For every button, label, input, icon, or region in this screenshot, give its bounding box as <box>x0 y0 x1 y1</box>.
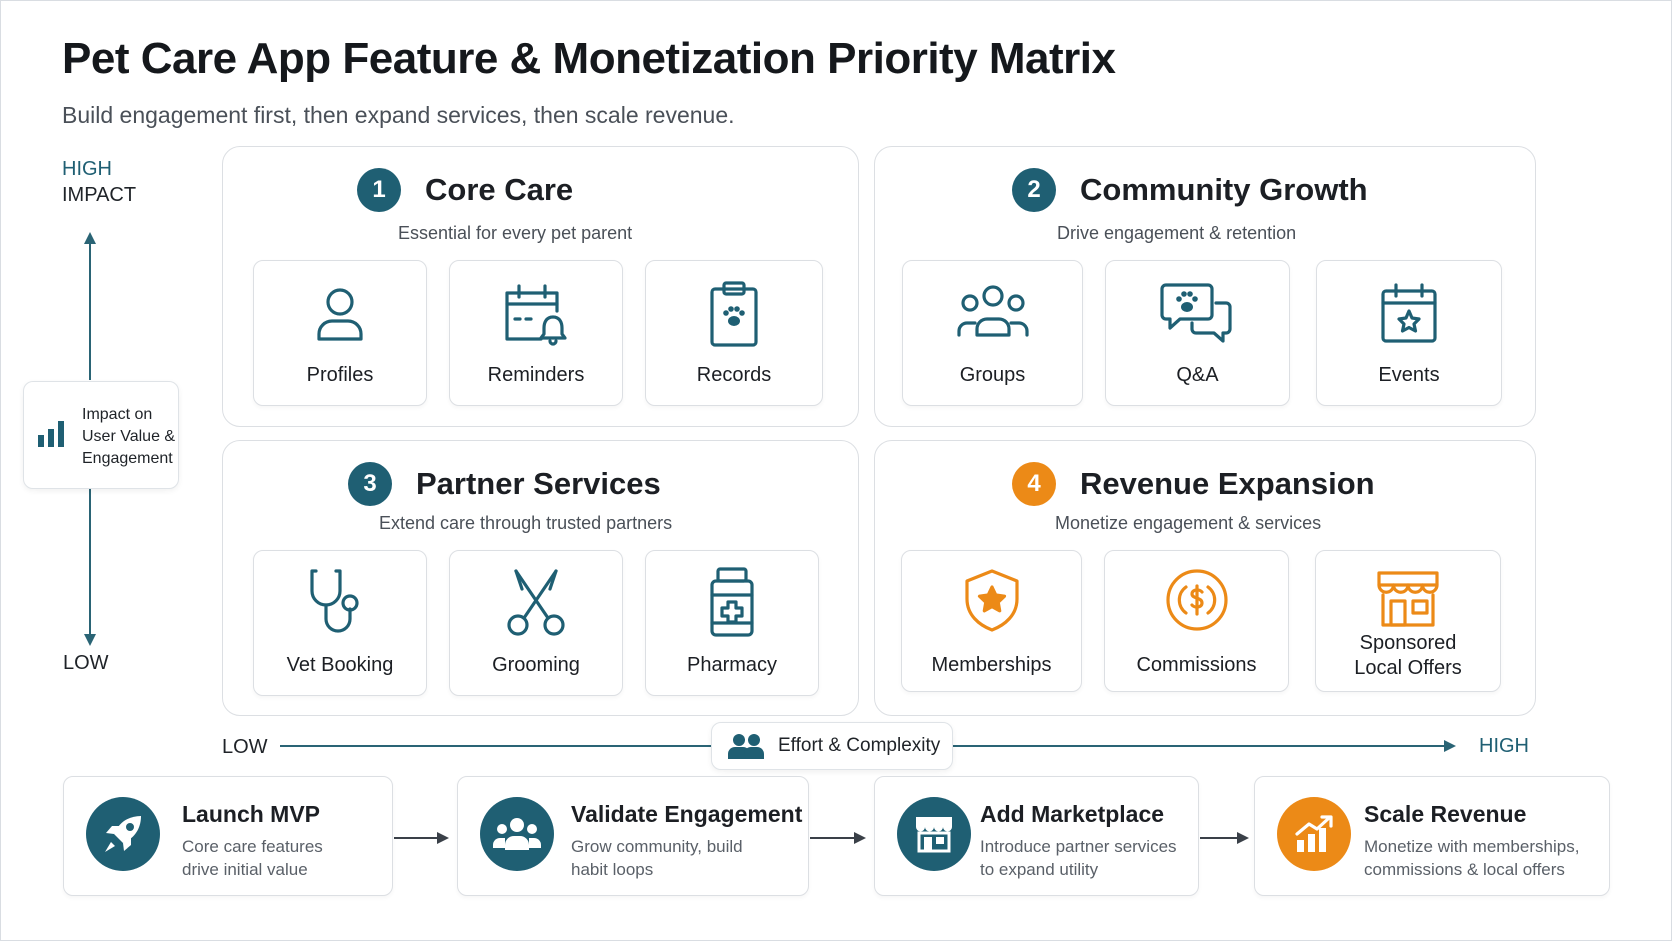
roadmap-step-description: Grow community, build habit loops <box>571 837 743 879</box>
feature-card-sponsored-local-offers[interactable]: Sponsored Local Offers <box>1315 550 1501 692</box>
feature-label: Records <box>696 364 772 386</box>
feature-card-groups[interactable]: Groups <box>902 260 1083 406</box>
feature-label: Commissions <box>1136 654 1257 676</box>
roadmap-step-add-marketplace: Add Marketplace Introduce partner servic… <box>874 776 1199 896</box>
quadrant-title: Partner Services <box>416 466 661 501</box>
y-axis-label-box: Impact on User Value & Engagement <box>23 381 179 489</box>
quadrant-title: Community Growth <box>1080 172 1368 207</box>
scissors-icon <box>507 569 565 636</box>
roadmap-step-title: Validate Engagement <box>571 801 803 827</box>
roadmap-step-title: Scale Revenue <box>1364 801 1527 827</box>
x-axis-low-label: LOW <box>222 736 268 758</box>
quadrant-revenue-expansion: 4 Revenue Expansion Monetize engagement … <box>874 440 1536 716</box>
group-icon <box>956 285 1029 337</box>
quadrant-number-badge: 3 <box>348 462 392 506</box>
user-icon <box>317 288 363 341</box>
roadmap-connector-arrow <box>1237 832 1249 844</box>
dollar-coin-icon <box>1165 569 1228 631</box>
feature-label: Vet Booking <box>286 654 394 676</box>
feature-card-profiles[interactable]: Profiles <box>253 260 427 406</box>
quadrant-number-badge: 2 <box>1012 168 1056 212</box>
roadmap-connector <box>394 837 438 839</box>
x-axis-arrow <box>1444 740 1456 752</box>
roadmap-step-description: Introduce partner services to expand uti… <box>980 837 1177 879</box>
roadmap-step-validate-engagement: Validate Engagement Grow community, buil… <box>457 776 809 896</box>
page-subtitle: Build engagement first, then expand serv… <box>62 102 735 128</box>
calendar-star-icon <box>1381 283 1437 343</box>
feature-label: Groups <box>959 364 1026 386</box>
calendar-bell-icon <box>505 284 567 346</box>
feature-label: Profiles <box>306 364 374 386</box>
feature-label: Reminders <box>487 364 585 386</box>
roadmap-step-description: Core care features drive initial value <box>182 837 323 879</box>
feature-label: Q&A <box>1176 364 1219 386</box>
growth-chart-icon-circle <box>1277 797 1351 871</box>
rocket-icon <box>105 816 141 852</box>
roadmap-connector-arrow <box>437 832 449 844</box>
clipboard-paw-icon <box>710 281 758 347</box>
quadrant-number-badge: 1 <box>357 168 401 212</box>
shield-star-icon <box>964 569 1019 632</box>
quadrant-partner-services: 3 Partner Services Extend care through t… <box>222 440 859 716</box>
y-axis-line-bottom <box>89 489 91 635</box>
quadrant-subtitle: Extend care through trusted partners <box>379 513 673 533</box>
bar-chart-icon <box>38 421 64 447</box>
roadmap-step-title: Add Marketplace <box>980 801 1165 827</box>
y-axis-arrow-down <box>84 634 96 646</box>
feature-label: Memberships <box>931 654 1052 676</box>
feature-card-grooming[interactable]: Grooming <box>449 550 623 696</box>
quadrant-subtitle: Monetize engagement & services <box>1055 513 1322 533</box>
roadmap-step-scale-revenue: Scale Revenue Monetize with memberships,… <box>1254 776 1610 896</box>
stethoscope-icon <box>310 569 359 633</box>
x-axis-high-label: HIGH <box>1479 735 1529 757</box>
y-axis-impact-label: IMPACT <box>62 184 137 206</box>
feature-card-events[interactable]: Events <box>1316 260 1502 406</box>
quadrant-core-care: 1 Core Care Essential for every pet pare… <box>222 146 859 427</box>
store-icon <box>916 817 952 853</box>
roadmap-step-title: Launch MVP <box>182 801 321 827</box>
feature-card-qa[interactable]: Q&A <box>1105 260 1290 406</box>
quadrant-subtitle: Drive engagement & retention <box>1057 223 1297 243</box>
chat-paw-icon <box>1159 283 1232 343</box>
rocket-icon-circle <box>86 797 160 871</box>
roadmap-connector <box>810 837 855 839</box>
quadrant-number-badge: 4 <box>1012 462 1056 506</box>
community-icon <box>493 818 541 850</box>
roadmap-connector-arrow <box>854 832 866 844</box>
feature-label: Pharmacy <box>686 654 778 676</box>
y-axis-low-label: LOW <box>63 652 109 674</box>
feature-card-commissions[interactable]: Commissions <box>1104 550 1289 692</box>
quadrant-subtitle: Essential for every pet parent <box>398 223 633 243</box>
feature-label: Sponsored Local Offers <box>1354 632 1462 679</box>
people-icon <box>728 734 764 759</box>
feature-label: Grooming <box>492 654 580 676</box>
quadrant-community-growth: 2 Community Growth Drive engagement & re… <box>874 146 1536 427</box>
page-title: Pet Care App Feature & Monetization Prio… <box>62 34 1116 83</box>
storefront-icon <box>1377 571 1439 627</box>
community-icon-circle <box>480 797 554 871</box>
quadrant-title: Revenue Expansion <box>1080 466 1375 501</box>
roadmap-connector <box>1200 837 1238 839</box>
feature-card-vet-booking[interactable]: Vet Booking <box>253 550 427 696</box>
quadrant-title: Core Care <box>425 172 574 207</box>
store-icon-circle <box>897 797 971 871</box>
x-axis-label: Effort & Complexity <box>778 735 941 756</box>
feature-label: Events <box>1378 364 1440 386</box>
y-axis-arrow-up <box>84 232 96 244</box>
feature-card-memberships[interactable]: Memberships <box>901 550 1082 692</box>
y-axis-line-top <box>89 242 91 380</box>
roadmap-step-description: Monetize with memberships, commissions &… <box>1364 837 1580 879</box>
feature-card-records[interactable]: Records <box>645 260 823 406</box>
y-axis-label: Impact on User Value & Engagement <box>82 406 176 467</box>
y-axis-high-label: HIGH <box>62 158 112 180</box>
feature-card-reminders[interactable]: Reminders <box>449 260 623 406</box>
medicine-bottle-icon <box>710 567 754 637</box>
growth-chart-icon <box>1295 815 1333 852</box>
feature-card-pharmacy[interactable]: Pharmacy <box>645 550 819 696</box>
x-axis-label-box: Effort & Complexity <box>711 722 953 770</box>
roadmap-step-launch-mvp: Launch MVP Core care features drive init… <box>63 776 393 896</box>
